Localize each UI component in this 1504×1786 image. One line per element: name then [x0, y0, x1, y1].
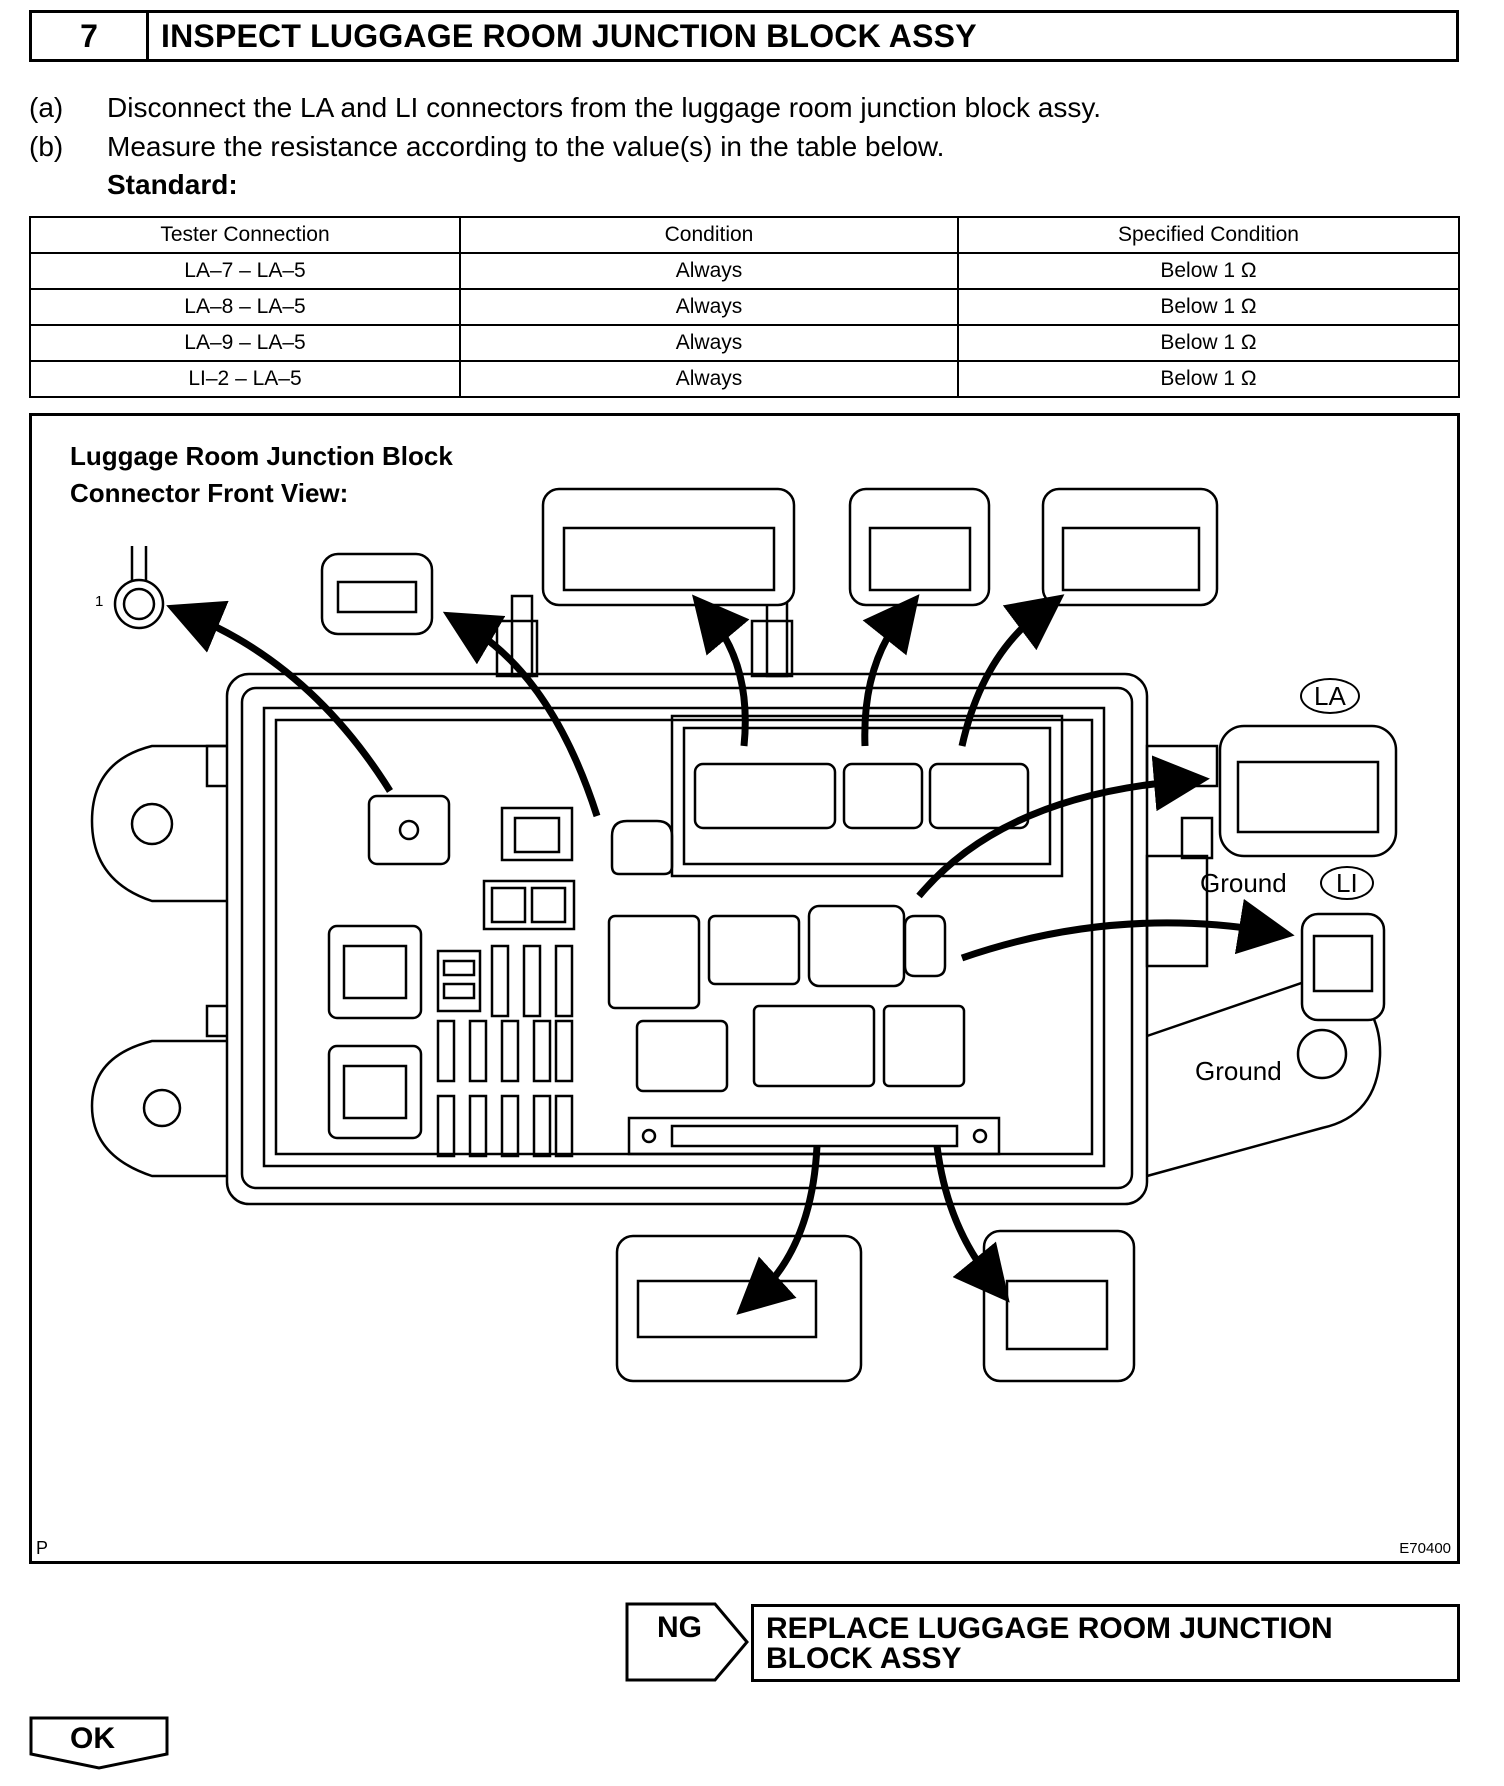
instruction-b-text: Measure the resistance according to the …	[107, 131, 945, 162]
la-label: LA	[1300, 678, 1360, 714]
step-number: 7	[32, 13, 149, 59]
cell-condition: Always	[459, 252, 959, 290]
diagram-title-line1: Luggage Room Junction Block	[70, 441, 453, 471]
cell-tester-connection: LA–8 – LA–5	[29, 288, 461, 326]
cell-specified-condition: Below 1 Ω	[957, 252, 1460, 290]
instruction-a-text: Disconnect the LA and LI connectors from…	[107, 92, 1102, 123]
cell-specified-condition: Below 1 Ω	[957, 288, 1460, 326]
cell-specified-condition: Below 1 Ω	[957, 324, 1460, 362]
cell-tester-connection: LA–9 – LA–5	[29, 324, 461, 362]
corner-label: P	[36, 1538, 49, 1558]
cell-tester-connection: LA–7 – LA–5	[29, 252, 461, 290]
spec-table: Tester Connection Condition Specified Co…	[29, 216, 1460, 398]
li-label: LI	[1320, 866, 1374, 900]
diagram-title-line2: Connector Front View:	[70, 478, 349, 508]
ground-label-la: Ground	[1200, 868, 1287, 898]
table-row: LI–2 – LA–5 Always Below 1 Ω	[29, 360, 1460, 398]
standard-label: Standard:	[107, 169, 238, 200]
header-condition: Condition	[459, 216, 959, 254]
ring-terminal-label: 1	[95, 593, 104, 610]
table-row: LA–7 – LA–5 Always Below 1 Ω	[29, 252, 1460, 290]
table-row: LA–8 – LA–5 Always Below 1 Ω	[29, 288, 1460, 326]
instruction-b-label: (b)	[29, 131, 64, 162]
ok-label: OK	[70, 1722, 115, 1755]
header-specified-condition: Specified Condition	[957, 216, 1460, 254]
ok-arrow-box	[29, 1716, 169, 1770]
cell-condition: Always	[459, 324, 959, 362]
diagram-title: Luggage Room Junction Block Connector Fr…	[70, 438, 453, 512]
table-header-row: Tester Connection Condition Specified Co…	[29, 216, 1460, 254]
diagram-drawing	[90, 487, 1398, 1383]
ng-arrow-box	[625, 1602, 749, 1682]
table-row: LA–9 – LA–5 Always Below 1 Ω	[29, 324, 1460, 362]
ng-action: REPLACE LUGGAGE ROOM JUNCTION BLOCK ASSY	[751, 1604, 1460, 1682]
cell-tester-connection: LI–2 – LA–5	[29, 360, 461, 398]
step-title: INSPECT LUGGAGE ROOM JUNCTION BLOCK ASSY	[161, 17, 977, 54]
ground-label-li: Ground	[1195, 1056, 1282, 1086]
figure-code: E70400	[1399, 1540, 1451, 1557]
ng-label: NG	[657, 1611, 702, 1644]
cell-condition: Always	[459, 288, 959, 326]
instruction-a-label: (a)	[29, 92, 64, 123]
cell-condition: Always	[459, 360, 959, 398]
junction-block-diagram: Luggage Room Junction Block Connector Fr…	[29, 413, 1460, 1564]
header-tester-connection: Tester Connection	[29, 216, 461, 254]
step-header: 7 INSPECT LUGGAGE ROOM JUNCTION BLOCK AS…	[29, 10, 1459, 62]
cell-specified-condition: Below 1 Ω	[957, 360, 1460, 398]
